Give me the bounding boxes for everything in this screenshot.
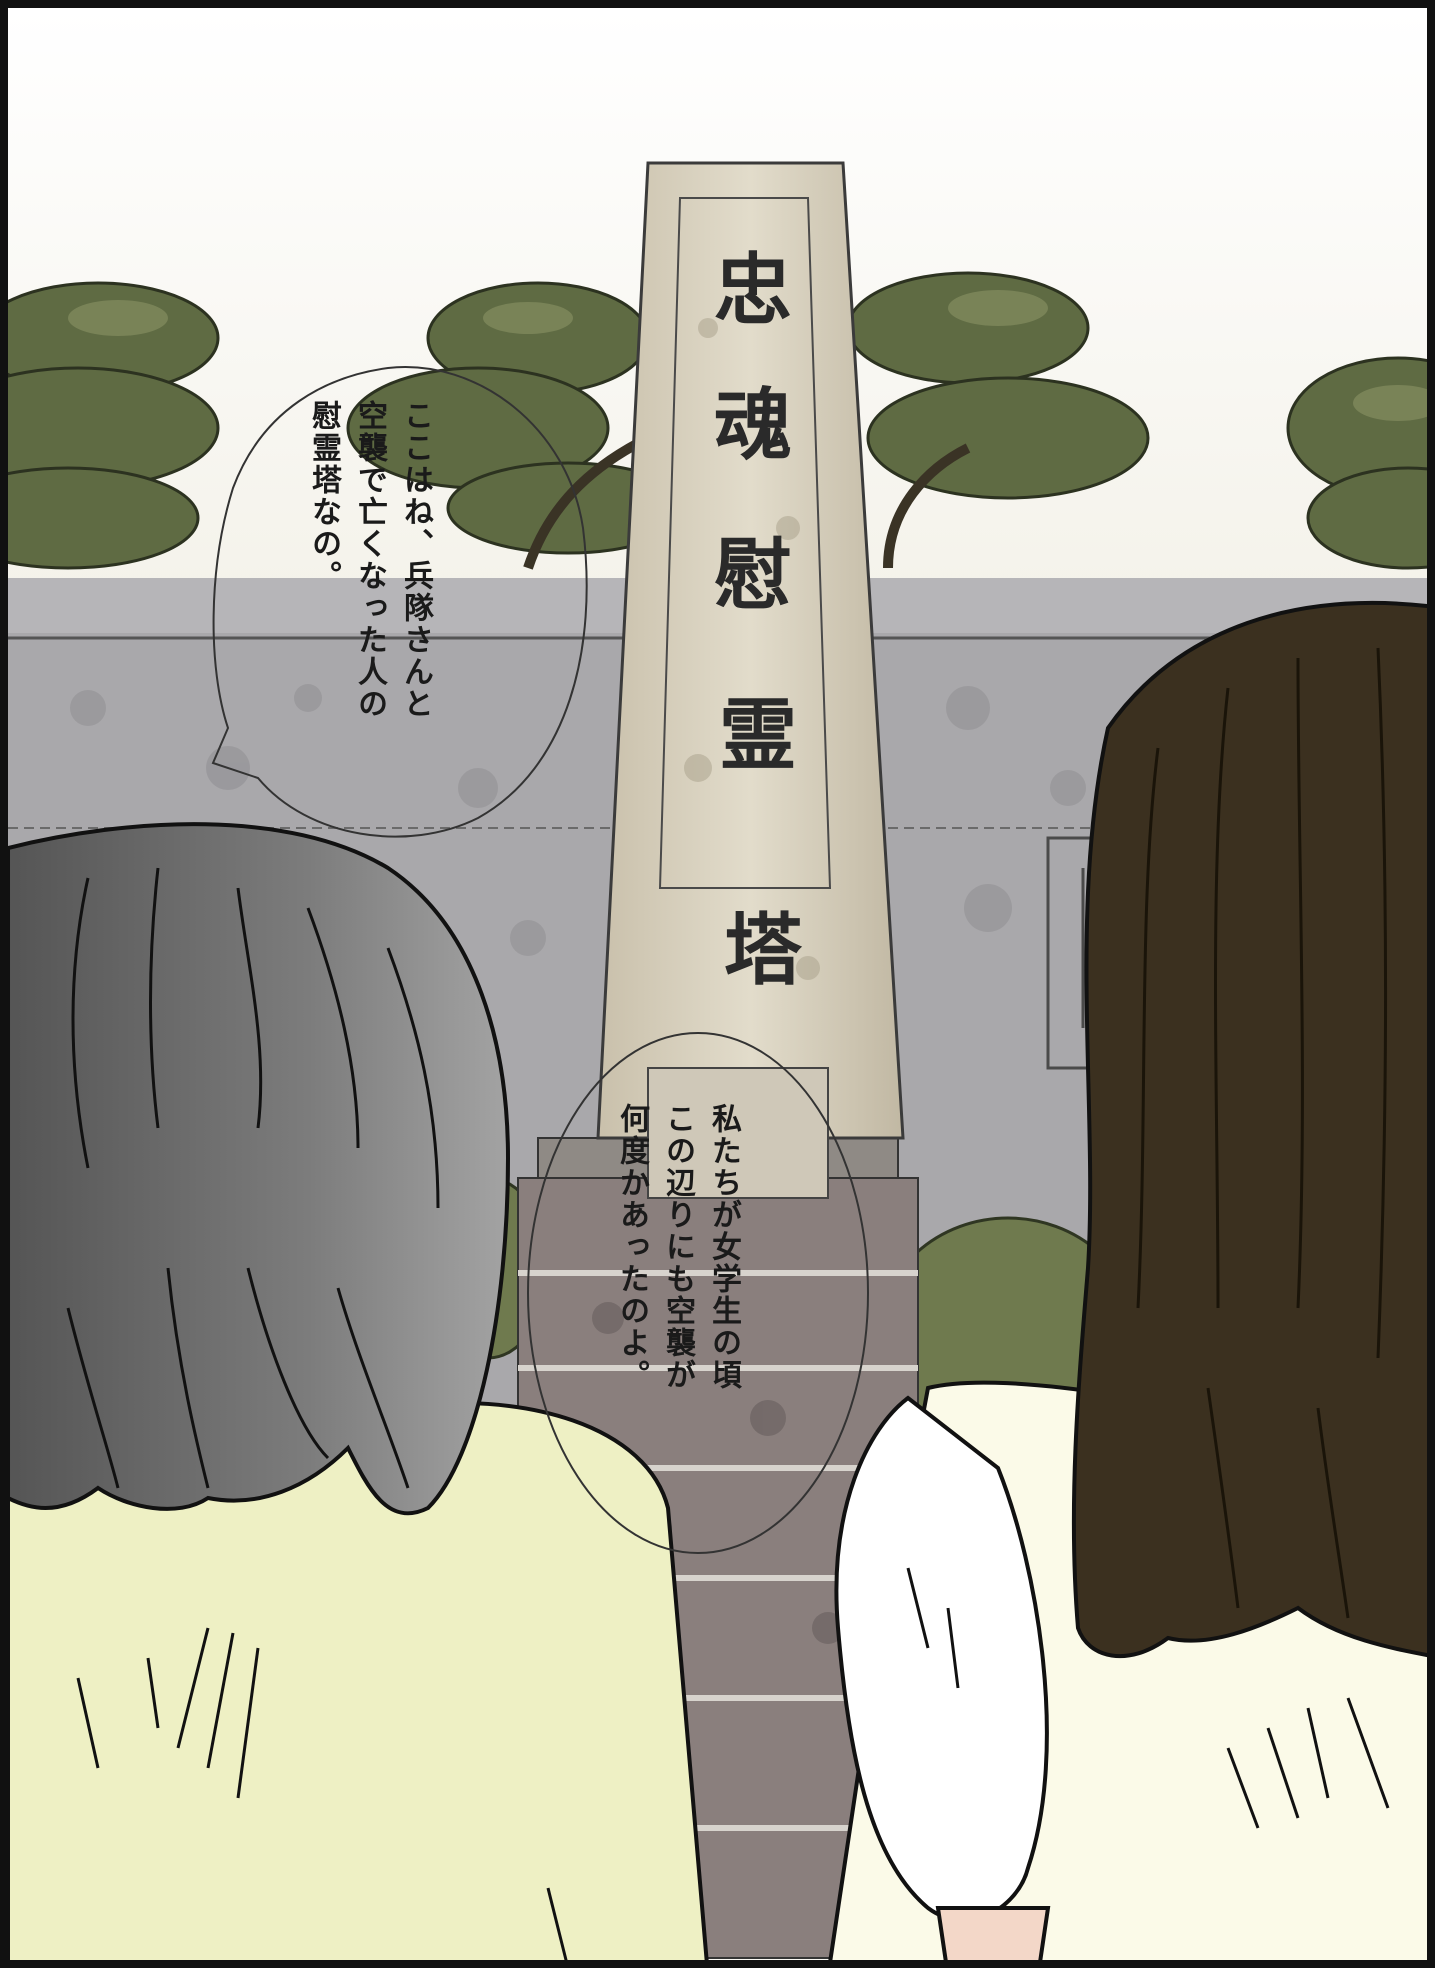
inscription-char: 魂	[713, 380, 792, 471]
scene-illustration	[8, 8, 1427, 1960]
inscription-char: 忠	[713, 245, 792, 336]
right-girl-sleeve	[834, 1395, 1049, 1923]
speech-bubble-1: ここはね、兵隊さんと 空襲で亡くなった人の 慰霊塔なの。	[300, 400, 438, 820]
bubble-line: 何度かあったのよ。	[614, 1103, 649, 1391]
left-girl-hair	[8, 822, 511, 1516]
right-girl-hair	[1071, 601, 1427, 1659]
inscription-char: 霊	[718, 690, 797, 781]
memorial-pillar	[596, 161, 905, 1199]
inscription-char: 塔	[723, 905, 802, 996]
bubble-line: 慰霊塔なの。	[306, 400, 341, 592]
bubble-line: 空襲で亡くなった人の	[352, 400, 387, 720]
bubble-line: この辺りにも空襲が	[660, 1103, 695, 1391]
speech-bubble-2: 私たちが女学生の頃 この辺りにも空襲が 何度かあったのよ。	[608, 1103, 746, 1503]
speech-bubble-outlines	[211, 366, 869, 1554]
pine-trees	[8, 271, 1427, 570]
right-girl-arm	[935, 1906, 1051, 1960]
bubble-line: ここはね、兵隊さんと	[398, 400, 433, 720]
inscription-char: 慰	[713, 530, 792, 621]
bubble-line: 私たちが女学生の頃	[706, 1103, 741, 1391]
